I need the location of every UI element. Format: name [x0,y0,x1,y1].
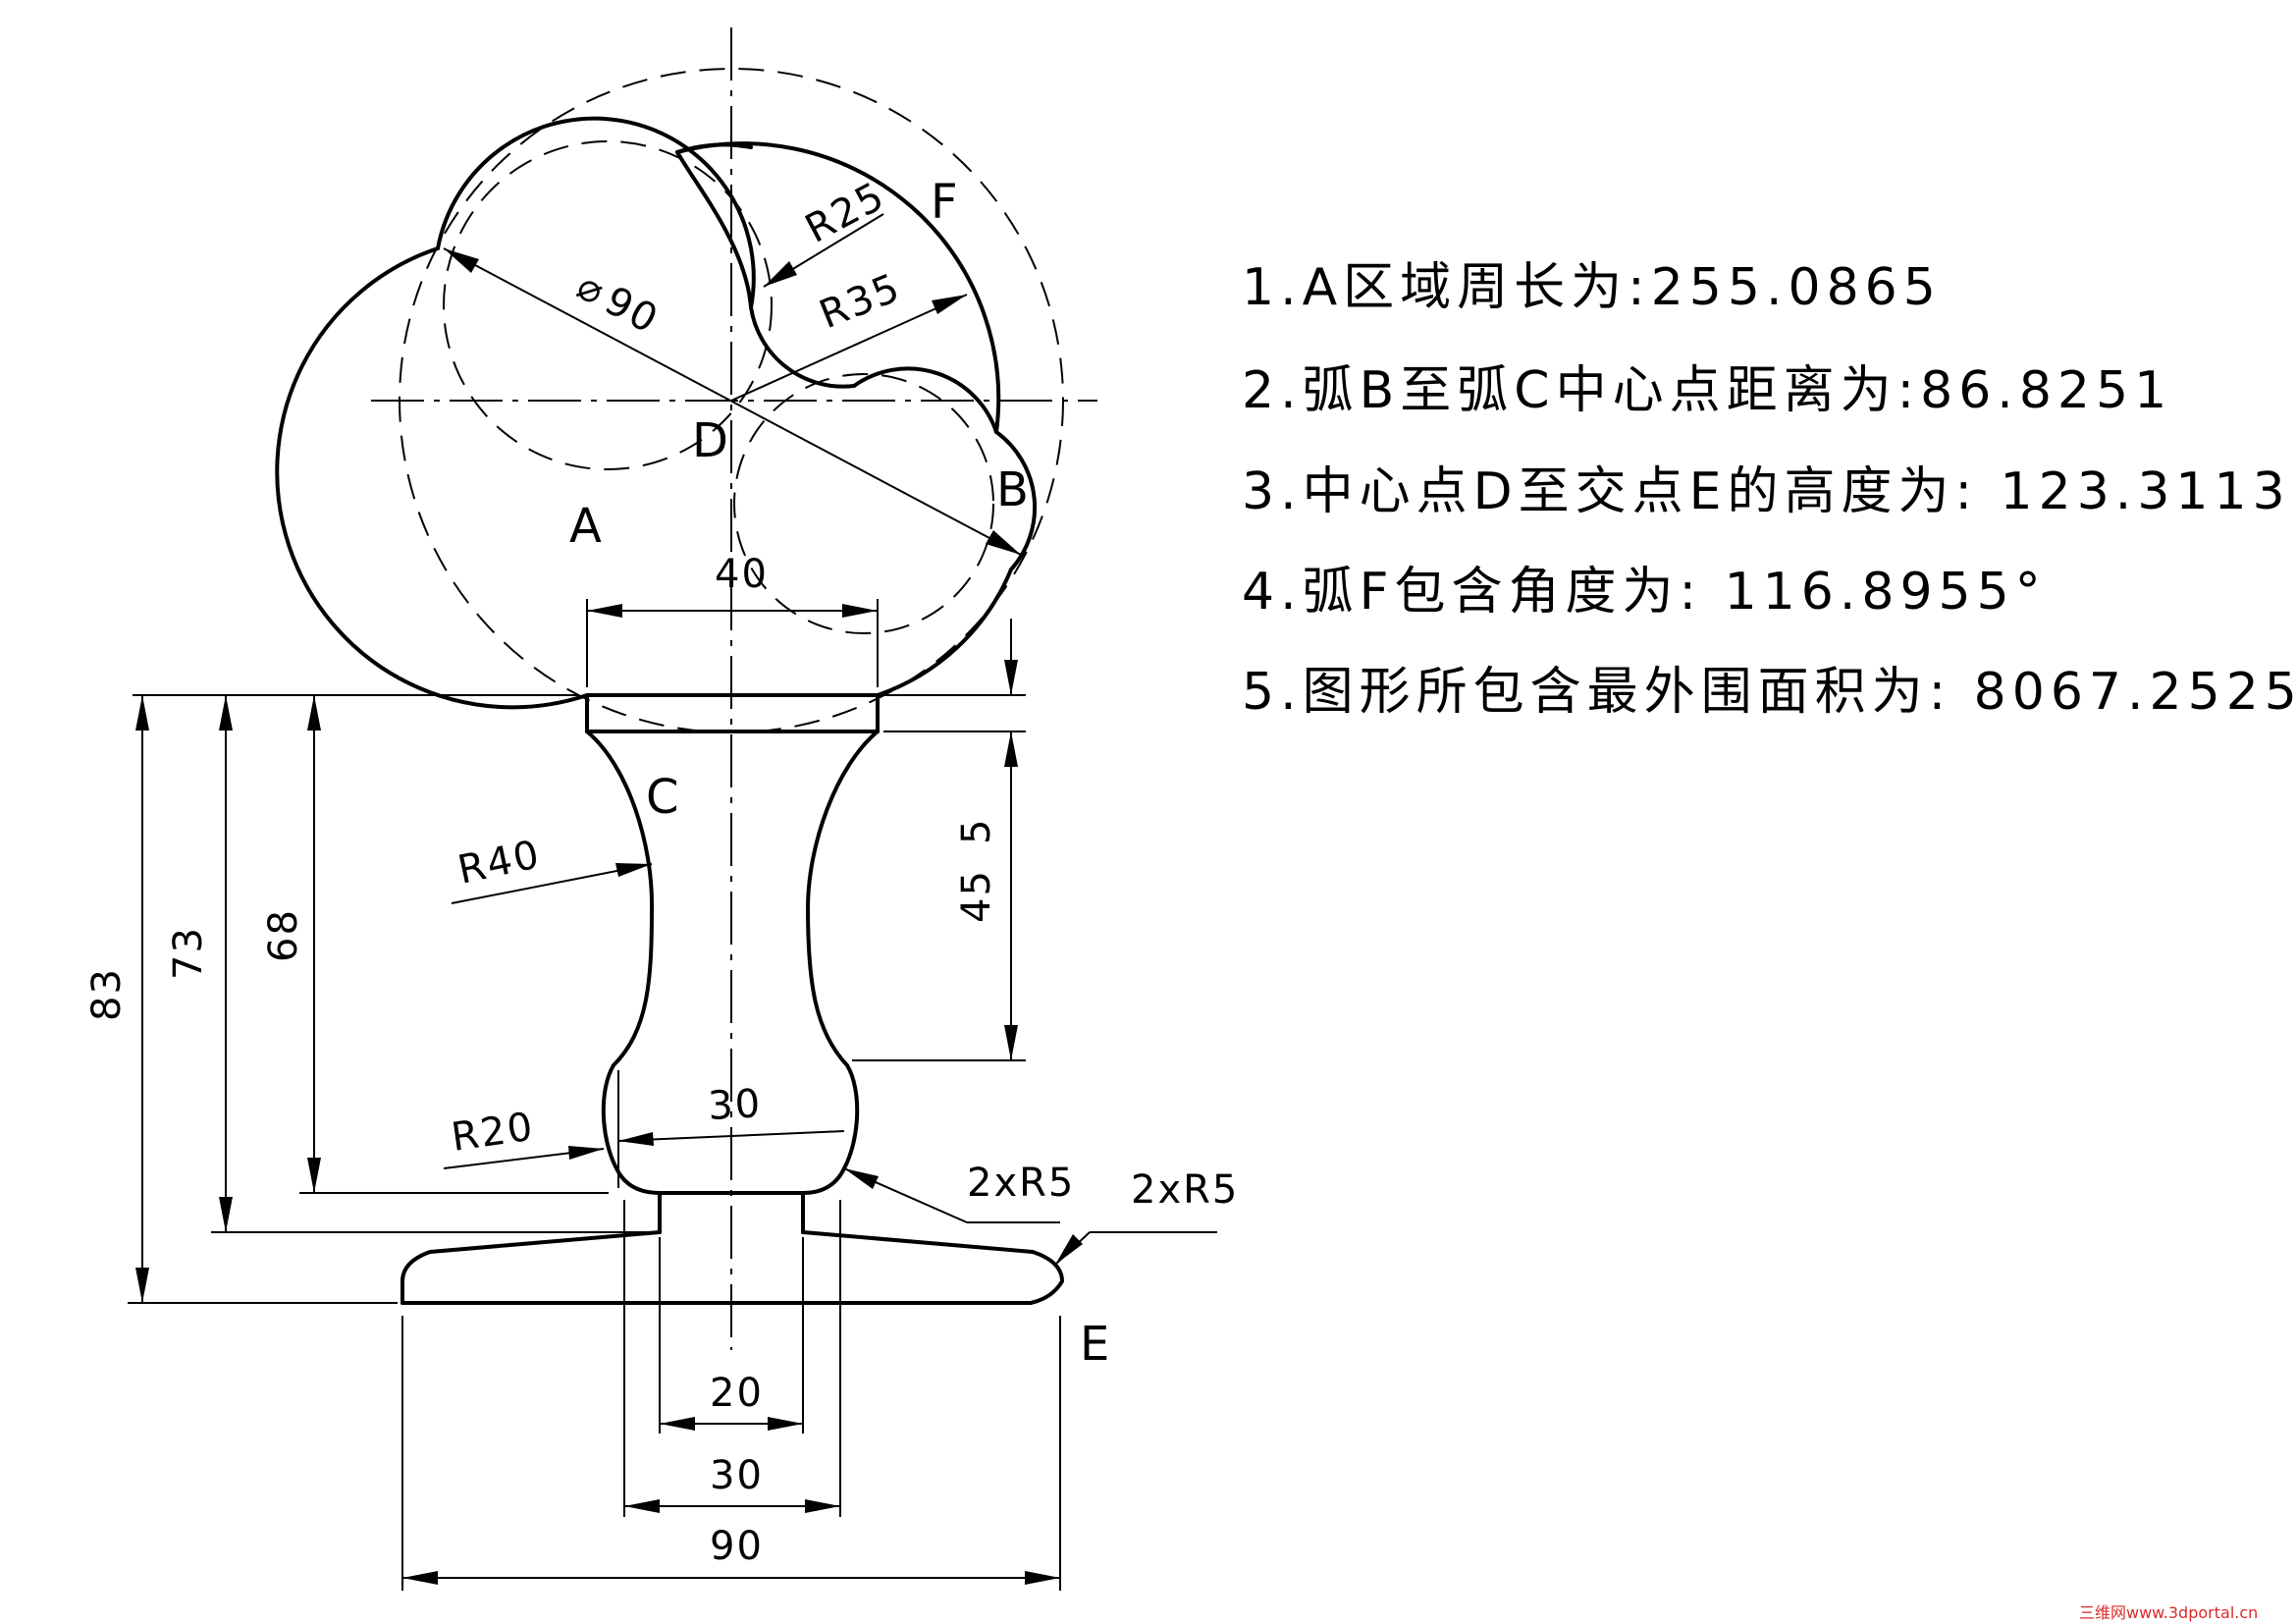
dim-w20: 20 [710,1371,764,1416]
dim-r5-a: 2xR5 [967,1161,1075,1206]
label-b: B [996,462,1029,517]
label-f: F [931,175,958,230]
part-outline [275,116,1064,1305]
label-c: C [646,770,679,825]
dimension-texts: ⌀ 90 R25 R35 40 45 5 R40 R20 30 2xR5 2xR… [84,173,1239,1569]
notes-list: 1.A区域周长为:255.0865 2.弧B至弧C中心点距离为:86.8251 … [1242,258,2296,722]
note-4: 4.弧F包含角度为: 116.8955° [1242,563,2047,622]
dim-h5: 5 [954,818,999,844]
label-e: E [1080,1317,1109,1372]
note-3: 3.中心点D至交点E的高度为: 123.3113 [1242,462,2291,521]
dim-w30-bottom: 30 [710,1453,764,1498]
dim-r20: R20 [449,1105,537,1161]
label-d: D [692,413,728,468]
dim-h68: 68 [261,908,306,962]
dim-r5-b: 2xR5 [1131,1167,1239,1213]
dim-h45: 45 [954,869,999,923]
center-lines [371,27,1097,1350]
dim-phi90: 90 [598,278,667,343]
point-labels: A B C D E F [569,175,1109,1372]
dim-w90: 90 [710,1524,764,1569]
note-2: 2.弧B至弧C中心点距离为:86.8251 [1242,361,2172,420]
dim-r25: R25 [798,173,892,251]
dimension-lines [128,213,1217,1591]
dim-h73: 73 [166,926,211,980]
watermark: 三维网www.3dportal.cn [2079,1603,2258,1622]
label-a: A [569,499,602,554]
note-1: 1.A区域周长为:255.0865 [1242,258,1942,317]
dim-w40: 40 [715,552,769,597]
diameter-dimension: ⌀ 90 [569,263,666,343]
dim-h83: 83 [84,967,130,1021]
dim-r40: R40 [454,832,545,893]
dim-w30-neck: 30 [707,1081,763,1129]
note-5: 5.图形所包含最外围面积为: 8067.2525 [1242,663,2296,722]
